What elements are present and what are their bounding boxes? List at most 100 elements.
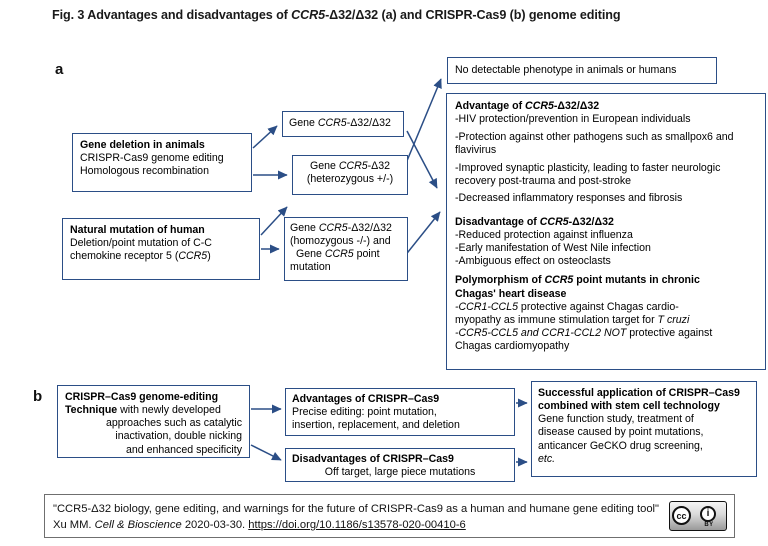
successful-line1: Gene function study, treatment of (538, 413, 694, 426)
gene-hom-line3-post: point (353, 248, 380, 261)
successful-line3: anticancer GeCKO drug screening, (538, 439, 703, 452)
box-gene-ccr5-d32-heterozygous[interactable]: Gene CCR5-Δ32 (heterozygous +/-) (292, 155, 408, 195)
creative-commons-by-badge-icon[interactable]: cc i BY (669, 501, 727, 531)
advantage-heading-post: -Δ32/Δ32 (553, 100, 600, 112)
cc-attribution-icon: i (700, 505, 716, 522)
box-advantages-of-crispr-cas9[interactable]: Advantages of CRISPR–Cas9 Precise editin… (285, 388, 515, 436)
attribution-part2: 2020-03-30. (181, 519, 249, 532)
successful-etc-italic: etc. (538, 452, 556, 465)
polymorphism-item1-rest: protective against Chagas cardio- (517, 300, 679, 313)
box-advantages-disadvantages-ccr5[interactable]: Advantage of CCR5-Δ32/Δ32 -HIV protectio… (446, 93, 766, 370)
gene-hom-line3-italic: CCR5 (324, 248, 354, 261)
advantage-item-1: -HIV protection/prevention in European i… (455, 113, 691, 126)
polymorphism-item1-italic: -CCR1-CCL5 (455, 300, 518, 313)
gene-het-italic: CCR5 (338, 160, 368, 172)
attribution-part1: "CCR5-Δ32 biology, gene editing, and war… (53, 503, 660, 532)
technique-line2: Technique with newly developed (65, 404, 242, 417)
successful-heading1: Successful application of CRISPR–Cas9 (538, 387, 740, 399)
disadvantage-item-3: -Ambiguous effect on osteoclasts (455, 255, 611, 268)
disadvantage-item-2: -Early manifestation of West Nile infect… (455, 242, 651, 255)
box-gene-ccr5-d32-d32[interactable]: Gene CCR5-Δ32/Δ32 (282, 111, 404, 137)
gene-het-line2: (heterozygous +/-) (306, 173, 394, 186)
polymorphism-item-1-line2: myopathy as immune stimulation target fo… (455, 314, 757, 327)
gene-hom-line3-pre: Gene (296, 248, 325, 261)
advantage-heading-italic: CCR5 (525, 100, 554, 112)
natural-mutation-heading: Natural mutation of human (70, 224, 205, 236)
box-disadvantages-of-crispr-cas9[interactable]: Disadvantages of CRISPR–Cas9 Off target,… (285, 448, 515, 482)
disadvantage-heading-post: -Δ32/Δ32 (568, 215, 614, 228)
gene-deletion-line2: Homologous recombination (80, 165, 209, 178)
gene-hom-line4: mutation (290, 261, 331, 274)
box-gene-deletion-in-animals[interactable]: Gene deletion in animals CRISPR-Cas9 gen… (72, 133, 252, 192)
polymorphism-heading-italic: CCR5 (544, 274, 574, 287)
advantage-item-4: -Decreased inflammatory responses and fi… (455, 192, 683, 205)
advantage-item-3: -Improved synaptic plasticity, leading t… (455, 161, 721, 187)
polymorphism-item-1: -CCR1-CCL5 protective against Chagas car… (455, 301, 757, 314)
disadvantage-heading-pre: Disadvantage of (455, 215, 540, 228)
attribution-journal: Cell & Bioscience (94, 519, 182, 532)
advantages-crispr-line2: insertion, replacement, and deletion (292, 419, 460, 432)
technique-line2-bold: Technique (65, 404, 118, 417)
technique-line5: and enhanced specificity (125, 443, 242, 456)
advantages-crispr-line1: Precise editing: point mutation, (292, 406, 437, 419)
panel-label-a: a (55, 61, 64, 78)
arrow-technique-to-disadvantages (250, 444, 282, 461)
gene-deletion-heading: Gene deletion in animals (80, 139, 205, 151)
gene-hom-line2: (homozygous -/-) and (290, 235, 391, 248)
gene-het-pre: Gene (309, 160, 339, 172)
arrow-het-to-no-phenotype (403, 78, 442, 169)
successful-line2: disease caused by point mutations, (538, 426, 704, 439)
polymorphism-heading-pre: Polymorphism of (455, 274, 545, 287)
polymorphism-item2-italic: -CCR5-CCL5 and CCR1-CCL2 NOT (455, 326, 627, 339)
disadvantage-item-1: -Reduced protection against influenza (455, 229, 633, 241)
gene-hom-line3: Gene CCR5 point (290, 248, 402, 261)
attribution-footer: "CCR5-Δ32 biology, gene editing, and war… (44, 494, 735, 538)
gene-ccr5-d32d32-text: Gene CCR5-Δ32/Δ32 (283, 112, 403, 135)
natural-mutation-line1: Deletion/point mutation of C-C (70, 237, 212, 250)
polymorphism-heading-line1: Polymorphism of CCR5 point mutants in ch… (455, 274, 757, 287)
disadvantages-crispr-line1: Off target, large piece mutations (324, 466, 476, 479)
figure-title-gene: CCR5 (291, 8, 326, 22)
gene-label-post: -Δ32/Δ32 (346, 117, 391, 129)
natural-mutation-line2-post: ) (207, 250, 211, 263)
successful-heading2: combined with stem cell technology (538, 400, 720, 413)
doi-link[interactable]: https://doi.org/10.1186/s13578-020-00410… (248, 519, 466, 532)
gene-hom-post: -Δ32/Δ32 (347, 222, 392, 234)
gene-hom-line1: Gene CCR5-Δ32/Δ32 (290, 222, 402, 235)
technique-line3: approaches such as catalytic (105, 417, 242, 430)
disadvantage-heading-italic: CCR5 (539, 215, 569, 228)
gene-het-post: -Δ32 (367, 160, 391, 172)
polymorphism-heading-post: point mutants in chronic (573, 274, 700, 287)
gene-deletion-line1: CRISPR-Cas9 genome editing (80, 152, 224, 165)
arrow-d32d32-to-advantages (406, 130, 438, 189)
natural-mutation-line2: chemokine receptor 5 (CCR5) (70, 250, 252, 263)
box-natural-mutation-of-human[interactable]: Natural mutation of human Deletion/point… (62, 218, 260, 280)
polymorphism-item-2: -CCR5-CCL5 and CCR1-CCL2 NOT protective … (455, 327, 757, 340)
natural-mutation-gene: CCR5 (178, 250, 208, 263)
polymorphism-item2-rest: protective against (626, 326, 713, 339)
advantage-heading: Advantage of CCR5-Δ32/Δ32 (455, 100, 757, 113)
disadvantage-heading: Disadvantage of CCR5-Δ32/Δ32 (455, 216, 757, 229)
polymorphism-item1-line2-pre: myopathy as immune stimulation target fo… (455, 313, 658, 326)
box-no-detectable-phenotype[interactable]: No detectable phenotype in animals or hu… (447, 57, 717, 84)
advantage-item-2: -Protection against other pathogens such… (455, 130, 734, 156)
gene-label-pre: Gene (289, 117, 318, 129)
polymorphism-item1-line2-italic: T cruzi (657, 313, 690, 326)
no-phenotype-text: No detectable phenotype in animals or hu… (455, 64, 677, 76)
figure-title-prefix: Fig. 3 Advantages and disadvantages of (52, 8, 292, 22)
box-successful-application[interactable]: Successful application of CRISPR–Cas9 co… (531, 381, 757, 477)
cc-by-label: BY (704, 522, 714, 528)
arrow-deletion-to-d32d32 (252, 125, 278, 149)
gene-hom-italic: CCR5 (318, 222, 348, 234)
figure-title: Fig. 3 Advantages and disadvantages of C… (52, 8, 752, 22)
gene-label-italic: CCR5 (317, 117, 347, 129)
attribution-text: "CCR5-Δ32 biology, gene editing, and war… (53, 501, 663, 533)
disadvantages-crispr-heading: Disadvantages of CRISPR–Cas9 (292, 453, 454, 465)
figure-title-suffix: -Δ32/Δ32 (a) and CRISPR-Cas9 (b) genome … (325, 8, 621, 22)
polymorphism-heading-line2: Chagas' heart disease (455, 287, 567, 300)
successful-line4: etc. (538, 453, 750, 466)
technique-line2-rest: with newly developed (117, 404, 221, 417)
box-gene-ccr5-d32-d32-homozygous[interactable]: Gene CCR5-Δ32/Δ32 (homozygous -/-) and G… (284, 217, 408, 281)
box-crispr-cas9-technique[interactable]: CRISPR–Cas9 genome-editing Technique wit… (57, 385, 250, 458)
technique-line1: CRISPR–Cas9 genome-editing (65, 391, 219, 403)
